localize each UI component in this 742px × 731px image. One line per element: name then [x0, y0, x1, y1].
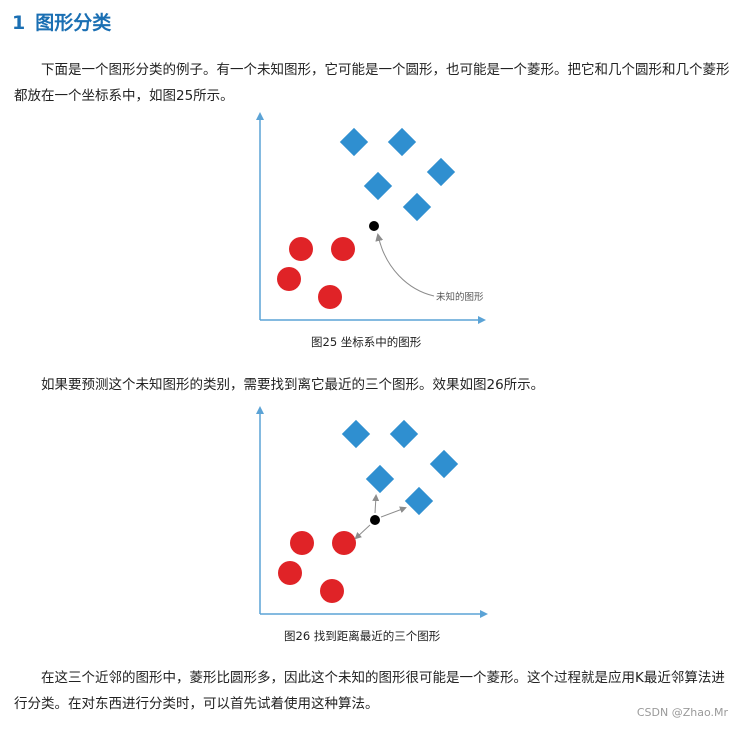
diamond-shape	[365, 464, 395, 494]
diamond-shape	[339, 127, 369, 157]
intro-paragraph: 下面是一个图形分类的例子。有一个未知图形，它可能是一个圆形，也可能是一个菱形。把…	[14, 62, 730, 104]
diamond-shape	[387, 127, 417, 157]
unknown-point	[370, 515, 380, 525]
diamond-shape	[363, 171, 393, 201]
neighbor-arrow-left	[354, 524, 371, 540]
diamond-shape	[426, 157, 456, 187]
neighbor-arrow-right	[380, 506, 407, 518]
section-title: 图形分类	[35, 12, 112, 34]
circle-shape	[289, 237, 313, 261]
section-heading: 1 图形分类	[12, 10, 111, 36]
figure-25-plot: 未知的图形	[256, 112, 486, 324]
circle-shape	[277, 267, 301, 291]
diamond-shape	[341, 419, 371, 449]
figure-25-caption: 图25 坐标系中的图形	[311, 335, 422, 349]
figure-26-caption: 图26 找到距离最近的三个图形	[284, 629, 441, 643]
conclusion-paragraph: 在这三个近邻的图形中，菱形比圆形多，因此这个未知的图形很可能是一个菱形。这个过程…	[14, 670, 725, 712]
diamond-shape	[389, 419, 419, 449]
circle-shape	[278, 561, 302, 585]
circle-shape	[290, 531, 314, 555]
annotation-label: 未知的图形	[436, 291, 484, 303]
neighbor-arrow-up	[372, 494, 380, 514]
circle-shape	[318, 285, 342, 309]
unknown-point	[369, 221, 379, 231]
figure-25: 未知的图形	[248, 108, 494, 328]
annotation-arrow	[375, 233, 435, 297]
diamond-shape	[429, 449, 459, 479]
diamond-shape	[404, 486, 434, 516]
diamond-shape	[402, 192, 432, 222]
section-number: 1	[12, 12, 26, 34]
figure-26	[248, 402, 494, 622]
watermark: CSDN @Zhao.Mr	[636, 706, 728, 719]
figure-26-plot	[256, 406, 488, 618]
predict-paragraph: 如果要预测这个未知图形的类别，需要找到离它最近的三个图形。效果如图26所示。	[41, 377, 545, 393]
circle-shape	[332, 531, 356, 555]
circle-shape	[320, 579, 344, 603]
circle-shape	[331, 237, 355, 261]
